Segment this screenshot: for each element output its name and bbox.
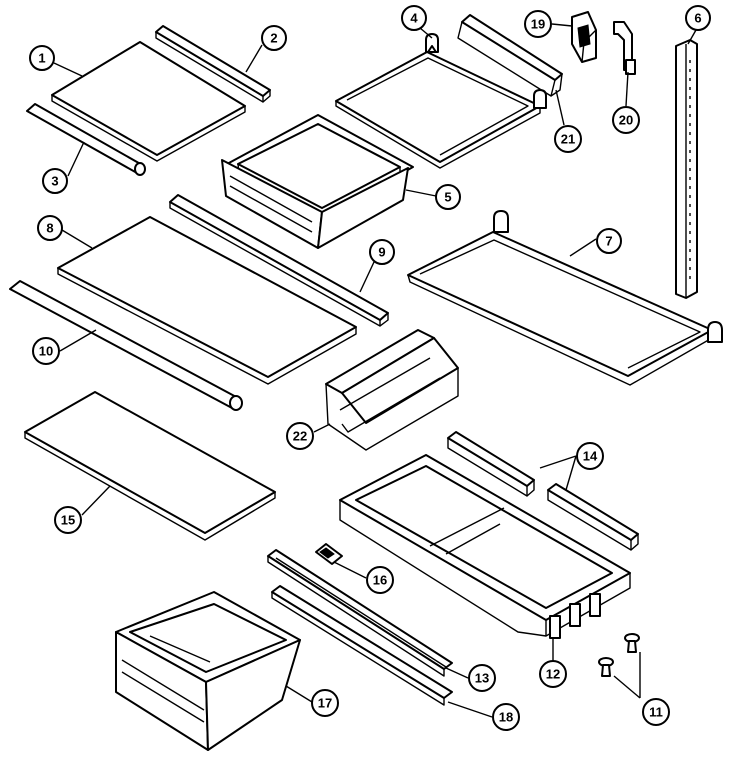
callout-5: 5 — [435, 184, 461, 210]
part-14-drawer-rail-right — [547, 483, 639, 551]
svg-text:5: 5 — [444, 190, 451, 205]
part-2-trim-strip — [155, 25, 271, 103]
callout-1: 1 — [29, 45, 55, 71]
callout-13: 13 — [468, 664, 496, 692]
callout-4: 4 — [401, 5, 427, 31]
svg-text:1: 1 — [38, 51, 45, 66]
part-6-vertical-rail — [675, 39, 698, 299]
svg-text:18: 18 — [499, 710, 513, 725]
part-18-slide-rail — [271, 585, 453, 706]
svg-text:17: 17 — [318, 696, 332, 711]
svg-text:20: 20 — [619, 113, 633, 128]
part-14-drawer-rail-left — [447, 431, 535, 497]
part-5-crisper-drawer — [221, 114, 414, 249]
callout-8: 8 — [37, 215, 63, 241]
callout-12: 12 — [539, 660, 567, 688]
callout-3: 3 — [42, 168, 68, 194]
svg-text:19: 19 — [531, 17, 545, 32]
callout-10: 10 — [32, 337, 60, 365]
svg-text:12: 12 — [546, 667, 560, 682]
callout-7: 7 — [596, 228, 622, 254]
part-22-dairy-tray — [325, 329, 459, 451]
svg-text:10: 10 — [39, 344, 53, 359]
part-17-crisper-pan — [115, 591, 301, 751]
callout-11: 11 — [642, 698, 670, 726]
part-7-cantilever-shelf — [407, 210, 723, 386]
svg-text:3: 3 — [51, 174, 58, 189]
part-19-bracket — [571, 11, 597, 63]
svg-text:21: 21 — [561, 132, 575, 147]
svg-text:16: 16 — [373, 573, 387, 588]
part-12-drawer-frame — [339, 454, 631, 639]
part-15-crisper-cover — [24, 391, 276, 541]
callout-17: 17 — [311, 689, 339, 717]
svg-text:9: 9 — [378, 245, 385, 260]
part-10-front-trim — [9, 280, 243, 411]
part-11-screws — [598, 633, 640, 677]
svg-text:13: 13 — [475, 671, 489, 686]
svg-text:22: 22 — [293, 429, 307, 444]
callout-21: 21 — [554, 125, 582, 153]
svg-text:8: 8 — [46, 221, 53, 236]
part-8-large-glass-shelf — [57, 216, 357, 385]
svg-text:2: 2 — [270, 31, 277, 46]
part-20-hanger-clip — [613, 21, 636, 75]
part-1-glass-shelf — [51, 41, 246, 162]
callout-20: 20 — [612, 106, 640, 134]
part-13-slide-rail — [267, 549, 453, 677]
callout-14: 14 — [576, 442, 604, 470]
callout-16: 16 — [366, 566, 394, 594]
leader-lines — [53, 23, 697, 718]
callout-19: 19 — [524, 10, 552, 38]
callout-15: 15 — [54, 506, 82, 534]
callout-6: 6 — [685, 5, 711, 31]
svg-text:14: 14 — [583, 449, 598, 464]
callout-22: 22 — [286, 422, 314, 450]
part-3-front-trim — [26, 103, 146, 176]
svg-text:15: 15 — [61, 513, 75, 528]
svg-text:7: 7 — [605, 234, 612, 249]
callout-9: 9 — [369, 239, 395, 265]
svg-text:4: 4 — [410, 11, 418, 26]
part-21-shelf-back-strip — [457, 14, 563, 97]
svg-text:6: 6 — [694, 11, 701, 26]
callout-2: 2 — [261, 25, 287, 51]
part-16-slide-clip — [315, 543, 343, 565]
svg-text:11: 11 — [649, 705, 663, 720]
callout-18: 18 — [492, 703, 520, 731]
part-9-rear-trim — [169, 194, 389, 327]
